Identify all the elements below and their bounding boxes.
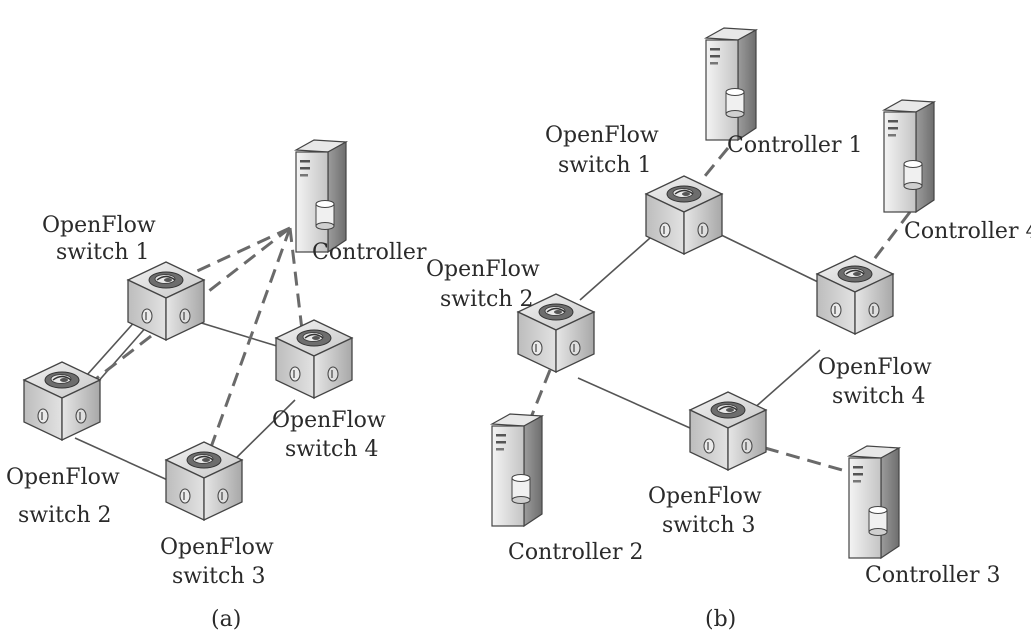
- switch-4-label-line2: switch 4: [832, 384, 925, 409]
- controller-server-icon: [295, 139, 347, 253]
- controller-1-label: Controller 1: [727, 133, 862, 158]
- controller-2-label: Controller 2: [508, 540, 643, 565]
- panel-b-caption: (b): [705, 607, 736, 632]
- openflow-switch-1-icon: [127, 261, 205, 341]
- controller-1-server-icon: [705, 27, 757, 141]
- link-b-s2-s3: [577, 377, 691, 429]
- panel-b: Controller 1 Controller 2 Controller 3 C…: [426, 27, 1031, 632]
- switch-2-label-line1: OpenFlow: [426, 257, 540, 282]
- openflow-switch-1-icon: [645, 175, 723, 255]
- dashed-link-b-c1-s1: [698, 147, 730, 183]
- switch-4-label-line1: OpenFlow: [818, 355, 932, 380]
- dashed-link-b-c2-s2: [528, 369, 552, 421]
- link-a-s2-s3: [74, 437, 173, 483]
- link-b-s3-s4: [751, 349, 821, 411]
- openflow-switch-3-icon: [689, 391, 767, 471]
- openflow-switch-3-icon: [165, 441, 243, 521]
- dashed-link-b-c3-s3: [764, 446, 843, 472]
- controller-4-server-icon: [883, 99, 935, 213]
- openflow-switch-4-icon: [275, 319, 353, 399]
- controller-3-label: Controller 3: [865, 563, 1000, 588]
- switch-2-label-line2: switch 2: [440, 287, 533, 312]
- link-b-s1-s4: [714, 231, 819, 283]
- link-a-s3-s4: [227, 399, 296, 467]
- panel-a: Controller OpenFlow switch 1 OpenFlow sw…: [6, 139, 427, 632]
- dashed-link-a-ctrl-s3: [208, 227, 292, 451]
- dashed-link-a-ctrl-s4: [288, 227, 304, 331]
- switch-2-label-line2: switch 2: [18, 503, 111, 528]
- switch-3-label-line1: OpenFlow: [160, 535, 274, 560]
- controller-label: Controller: [312, 240, 427, 265]
- switch-4-label-line1: OpenFlow: [272, 408, 386, 433]
- controller-4-label: Controller 4: [904, 219, 1031, 244]
- dashed-link-a-ctrl-s1: [194, 226, 291, 274]
- controller-2-server-icon: [491, 413, 543, 527]
- switch-2-label-line1: OpenFlow: [6, 465, 120, 490]
- switch-1-label-line2: switch 1: [56, 240, 149, 265]
- controller-3-server-icon: [848, 445, 900, 559]
- switch-1-label-line2: switch 1: [558, 153, 651, 178]
- switch-3-label-line2: switch 3: [662, 513, 755, 538]
- switch-4-label-line2: switch 4: [285, 437, 378, 462]
- switch-1-label-line1: OpenFlow: [545, 123, 659, 148]
- openflow-switch-4-icon: [816, 255, 894, 335]
- switch-1-label-line1: OpenFlow: [42, 213, 156, 238]
- switch-3-label-line2: switch 3: [172, 564, 265, 589]
- switch-3-label-line1: OpenFlow: [648, 484, 762, 509]
- panel-a-caption: (a): [211, 607, 241, 632]
- dashed-link-b-c4-s4: [870, 211, 912, 263]
- link-b-s1-s2: [579, 237, 651, 301]
